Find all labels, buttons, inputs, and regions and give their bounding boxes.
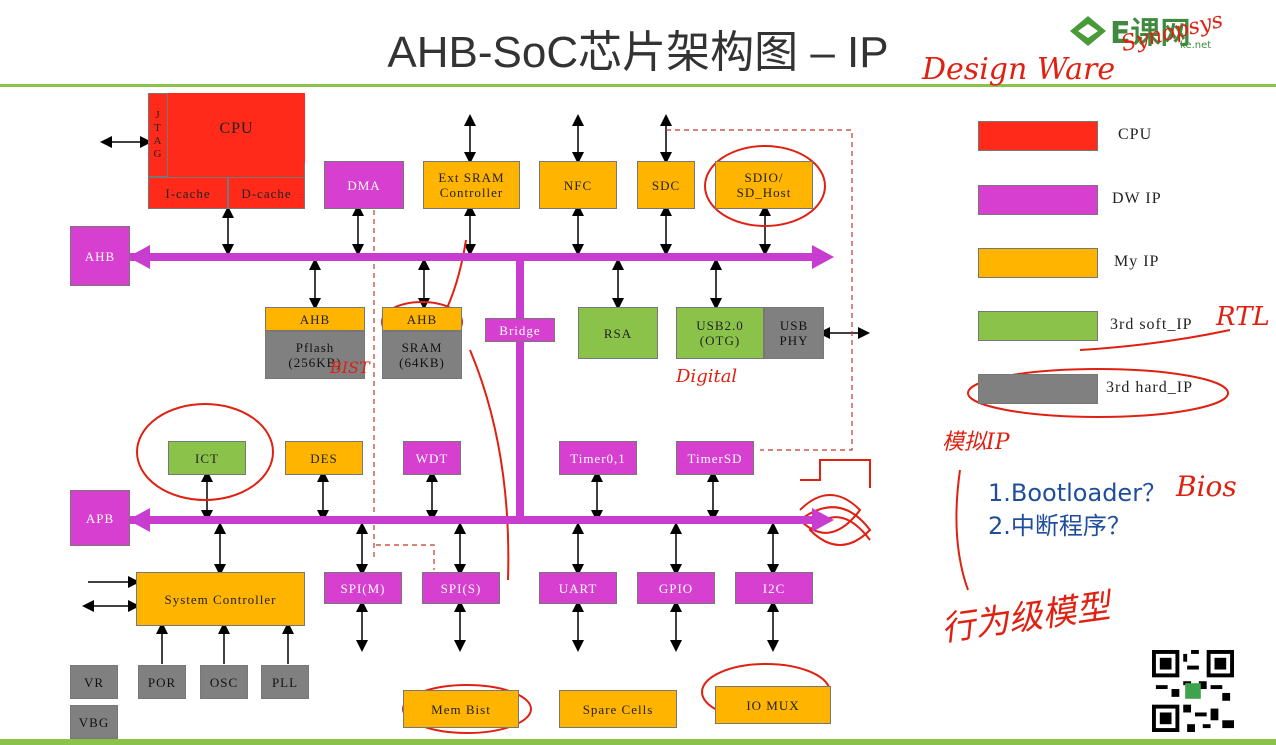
question-bootloader: 1.Bootloader？ <box>988 479 1167 507</box>
dma-block: DMA <box>324 161 404 209</box>
annotation-bios: Bios <box>1176 470 1237 503</box>
ahb-pflash-header: AHB <box>265 307 365 331</box>
sram-block: SRAM (64KB) <box>382 331 462 379</box>
qr-code-icon <box>1152 650 1234 732</box>
legend-label-3rd-hard-ip: 3rd hard_IP <box>1106 379 1193 396</box>
bridge-block: Bridge <box>485 318 555 342</box>
wdt-block: WDT <box>403 441 461 475</box>
brand-logo: E课网 ke.net <box>1070 10 1240 56</box>
legend-label-3rd-soft-ip: 3rd soft_IP <box>1110 316 1193 333</box>
timersd-block: TimerSD <box>676 441 754 475</box>
logo-sub: ke.net <box>1180 40 1212 51</box>
question-interrupt: 2.中断程序？ <box>988 512 1131 540</box>
ext-sram-controller-block: Ext SRAM Controller <box>423 161 520 209</box>
vr-block: VR <box>70 665 118 699</box>
pflash-block: Pflash (256KB) <box>265 331 365 379</box>
sdc-block: SDC <box>637 161 695 209</box>
spare-cells-block: Spare Cells <box>559 690 677 728</box>
apb-label-block: APB <box>70 490 130 546</box>
des-block: DES <box>285 441 363 475</box>
nfc-block: NFC <box>539 161 617 209</box>
legend-swatch-cpu <box>978 121 1098 151</box>
uart-block: UART <box>539 572 617 604</box>
legend-label-my-ip: My IP <box>1114 253 1160 270</box>
annotation-bist: BIST <box>330 358 370 377</box>
icache-block: I-cache <box>148 177 228 209</box>
osc-block: OSC <box>200 665 248 699</box>
i2c-block: I2C <box>735 572 813 604</box>
logo-text: E课网 <box>1110 16 1191 51</box>
annotation-rtl: RTL <box>1216 302 1270 332</box>
jtag-block: J T A G <box>148 93 168 177</box>
por-block: POR <box>138 665 186 699</box>
io-mux-block: IO MUX <box>715 686 831 724</box>
legend-swatch-dw-ip <box>978 185 1098 215</box>
page-title: AHB-SoC芯片架构图 – IP <box>387 28 889 77</box>
gpio-block: GPIO <box>637 572 715 604</box>
system-controller-block: System Controller <box>136 572 305 626</box>
dcache-block: D-cache <box>228 177 305 209</box>
pll-block: PLL <box>261 665 309 699</box>
mem-bist-block: Mem Bist <box>403 690 519 728</box>
timer01-block: Timer0,1 <box>559 441 637 475</box>
title-divider <box>0 84 1276 87</box>
annotation-model-ip: 模拟IP <box>942 430 1010 455</box>
apb-bus-line <box>130 516 820 524</box>
rsa-block: RSA <box>578 307 658 359</box>
spi-slave-block: SPI(S) <box>422 572 500 604</box>
ict-block: ICT <box>168 441 246 475</box>
vbg-block: VBG <box>70 705 118 739</box>
ahb-label-block: AHB <box>70 226 130 286</box>
cpu-label: CPU <box>168 93 305 163</box>
annotation-design-ware: Design Ware <box>922 52 1116 87</box>
sdio-block: SDIO/ SD_Host <box>715 161 813 209</box>
spi-master-block: SPI(M) <box>324 572 402 604</box>
bridge-vertical-line <box>516 261 524 520</box>
usb-otg-block: USB2.0 (OTG) <box>676 307 764 359</box>
legend-swatch-3rd-hard-ip <box>978 374 1098 404</box>
legend-label-cpu: CPU <box>1118 126 1153 143</box>
bottom-divider <box>0 739 1276 745</box>
legend-swatch-my-ip <box>978 248 1098 278</box>
legend-label-dw-ip: DW IP <box>1112 190 1162 207</box>
legend-swatch-3rd-soft-ip <box>978 311 1098 341</box>
annotation-digital: Digital <box>676 366 738 387</box>
logo-icon <box>1070 16 1106 46</box>
ahb-bus-line <box>130 253 820 261</box>
usb-phy-block: USB PHY <box>764 307 824 359</box>
ahb-sram-header: AHB <box>382 307 462 331</box>
